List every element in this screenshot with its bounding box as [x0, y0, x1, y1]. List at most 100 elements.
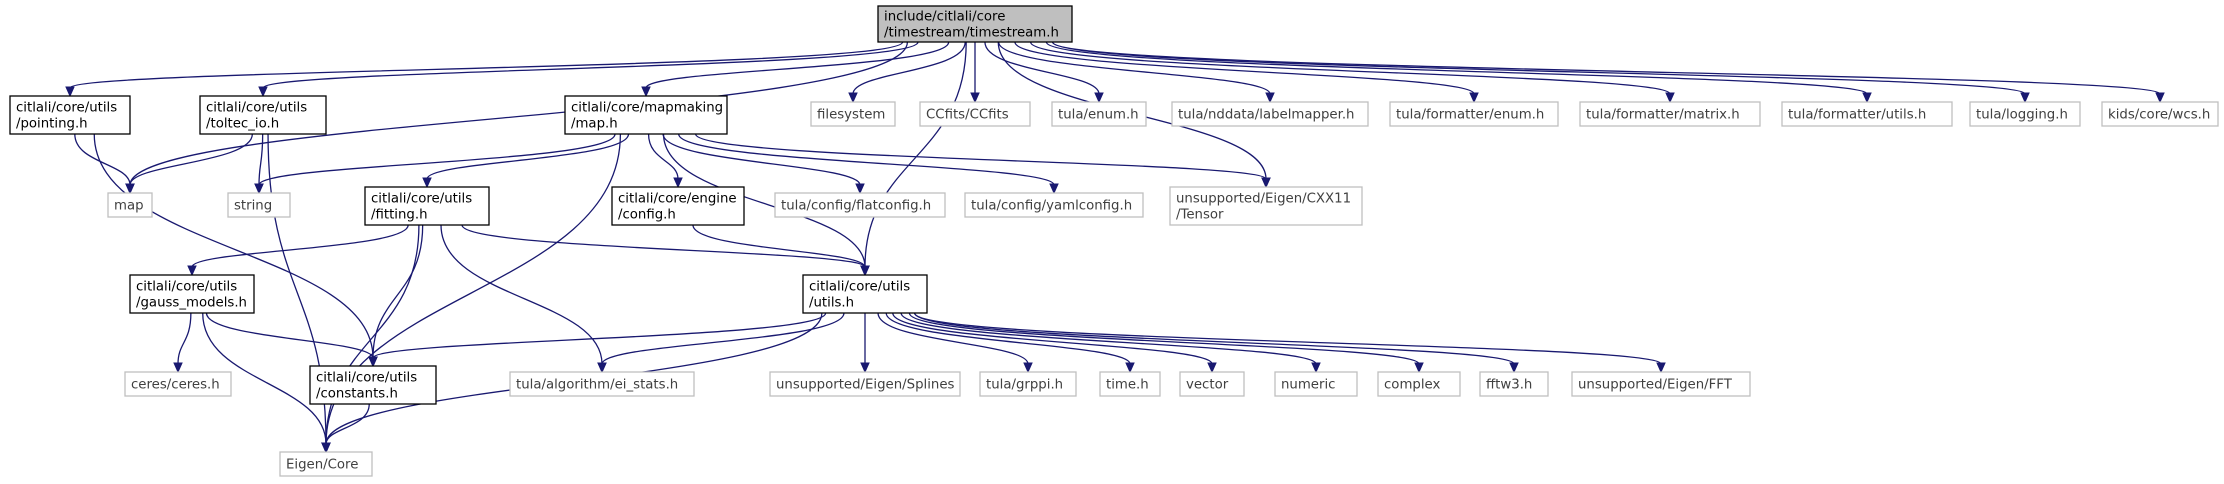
node-box	[1781, 101, 1953, 127]
edge-arrowhead	[1207, 362, 1217, 374]
node-tula_enum: tula/enum.h	[1051, 101, 1147, 127]
node-box	[509, 371, 695, 397]
node-label: tula/config/yamlconfig.h	[971, 199, 1132, 214]
node-box	[227, 192, 291, 218]
node-fftw3: fftw3.h	[1479, 371, 1549, 397]
node-fitting[interactable]: citlali/core/utils/fitting.h	[364, 186, 490, 226]
node-label: string	[234, 199, 272, 214]
edge-arrowhead	[2155, 92, 2165, 104]
edge-utils-to-ei_stats	[601, 312, 845, 365]
edge-mapmaking-to-flatconfig	[662, 133, 861, 186]
node-mapmaking[interactable]: citlali/core/mapmaking/map.h	[564, 95, 728, 135]
edge-mapmaking-to-fitting	[426, 133, 630, 180]
node-vector: vector	[1179, 371, 1245, 397]
node-logging: tula/logging.h	[1969, 101, 2081, 127]
node-label: ceres/ceres.h	[131, 378, 220, 393]
node-label: time.h	[1106, 378, 1149, 393]
edge-arrowhead	[1311, 362, 1321, 374]
edge-root-to-fmt_matrix	[1029, 41, 1671, 95]
node-ccfits: CCfits/CCfits	[919, 101, 1031, 127]
edge-fitting-to-utils	[461, 224, 866, 268]
node-box	[810, 101, 896, 127]
edge-root-to-pointing	[69, 41, 904, 89]
edge-pointing-to-map	[74, 133, 131, 186]
node-splines: unsupported/Eigen/Splines	[769, 371, 961, 397]
node-box	[1274, 371, 1358, 397]
edge-root-to-toltec_io	[262, 41, 919, 89]
edge-arrowhead	[970, 92, 980, 104]
node-label: unsupported/Eigen/FFT	[1578, 378, 1733, 393]
edge-utils-to-numeric	[900, 312, 1317, 365]
node-fft: unsupported/Eigen/FFT	[1571, 371, 1751, 397]
node-pointing[interactable]: citlali/core/utils/pointing.h	[9, 95, 131, 135]
edge-arrowhead	[673, 177, 683, 189]
node-time: time.h	[1099, 371, 1161, 397]
edge-arrowhead	[1094, 92, 1104, 104]
node-ei_stats: tula/algorithm/ei_stats.h	[509, 371, 695, 397]
edge-arrowhead	[1414, 362, 1424, 374]
edge-arrowhead	[1656, 362, 1666, 374]
node-box	[1389, 101, 1559, 127]
edge-arrowhead	[1023, 362, 1033, 374]
node-grppi: tula/grppi.h	[979, 371, 1077, 397]
edge-root-to-mapmaking	[645, 41, 950, 89]
edge-arrowhead	[848, 92, 858, 104]
node-box	[279, 451, 373, 477]
node-box	[564, 95, 728, 135]
node-label: kids/core/wcs.h	[2108, 108, 2210, 123]
node-eigen_core: Eigen/Core	[279, 451, 373, 477]
node-box	[979, 371, 1077, 397]
node-label: Eigen/Core	[286, 458, 358, 473]
edge-mapmaking-to-engine_config	[647, 133, 679, 180]
node-box	[107, 192, 153, 218]
edge-layer	[65, 41, 2165, 454]
node-label: citlali/core/utils	[371, 192, 472, 207]
node-box	[124, 371, 232, 397]
node-label: tula/grppi.h	[986, 378, 1063, 393]
node-toltec_io[interactable]: citlali/core/utils/toltec_io.h	[199, 95, 327, 135]
edge-arrowhead	[641, 86, 651, 98]
node-layer: include/citlali/core/timestream/timestre…	[9, 5, 2219, 477]
node-label: /gauss_models.h	[136, 296, 247, 311]
node-label: tula/config/flatconfig.h	[781, 199, 931, 214]
edge-root-to-utils	[864, 41, 967, 268]
node-box	[802, 274, 928, 314]
node-tensor: unsupported/Eigen/CXX11/Tensor	[1169, 186, 1363, 226]
node-constants[interactable]: citlali/core/utils/constants.h	[309, 365, 437, 405]
node-label: tula/nddata/labelmapper.h	[1178, 108, 1354, 123]
node-wcs: kids/core/wcs.h	[2101, 101, 2219, 127]
edge-root-to-labelmapper	[997, 41, 1271, 95]
node-label: /config.h	[618, 208, 676, 223]
edge-utils-to-vector	[892, 312, 1213, 365]
node-label: /fitting.h	[371, 208, 428, 223]
edge-fitting-to-constants	[372, 224, 424, 359]
node-label: fftw3.h	[1486, 378, 1532, 393]
edge-arrowhead	[1049, 183, 1059, 195]
node-box	[1169, 186, 1363, 226]
node-box	[769, 371, 961, 397]
edge-gauss-to-eigen_core	[202, 312, 327, 445]
edge-arrowhead	[860, 265, 870, 277]
node-engine_config[interactable]: citlali/core/engine/config.h	[611, 186, 745, 226]
node-label: unsupported/Eigen/CXX11	[1176, 192, 1351, 207]
node-box	[2101, 101, 2219, 127]
edge-arrowhead	[1265, 92, 1275, 104]
edge-arrowhead	[254, 183, 264, 195]
node-box	[364, 186, 490, 226]
node-label: citlali/core/utils	[316, 371, 417, 386]
node-box	[9, 95, 131, 135]
node-gauss[interactable]: citlali/core/utils/gauss_models.h	[129, 274, 255, 314]
edge-pointing-to-constants	[93, 133, 374, 359]
edge-utils-to-grppi	[877, 312, 1029, 365]
edge-arrowhead	[597, 362, 607, 374]
edge-mapmaking-to-utils	[662, 133, 866, 268]
node-box	[1099, 371, 1161, 397]
node-box	[1571, 371, 1751, 397]
node-utils[interactable]: citlali/core/utils/utils.h	[802, 274, 928, 314]
node-root[interactable]: include/citlali/core/timestream/timestre…	[877, 5, 1073, 43]
node-box	[877, 5, 1073, 43]
node-fmt_matrix: tula/formatter/matrix.h	[1579, 101, 1761, 127]
edge-arrowhead	[1469, 92, 1479, 104]
edge-arrowhead	[368, 356, 378, 368]
edge-constants-to-eigen_core	[325, 403, 370, 445]
